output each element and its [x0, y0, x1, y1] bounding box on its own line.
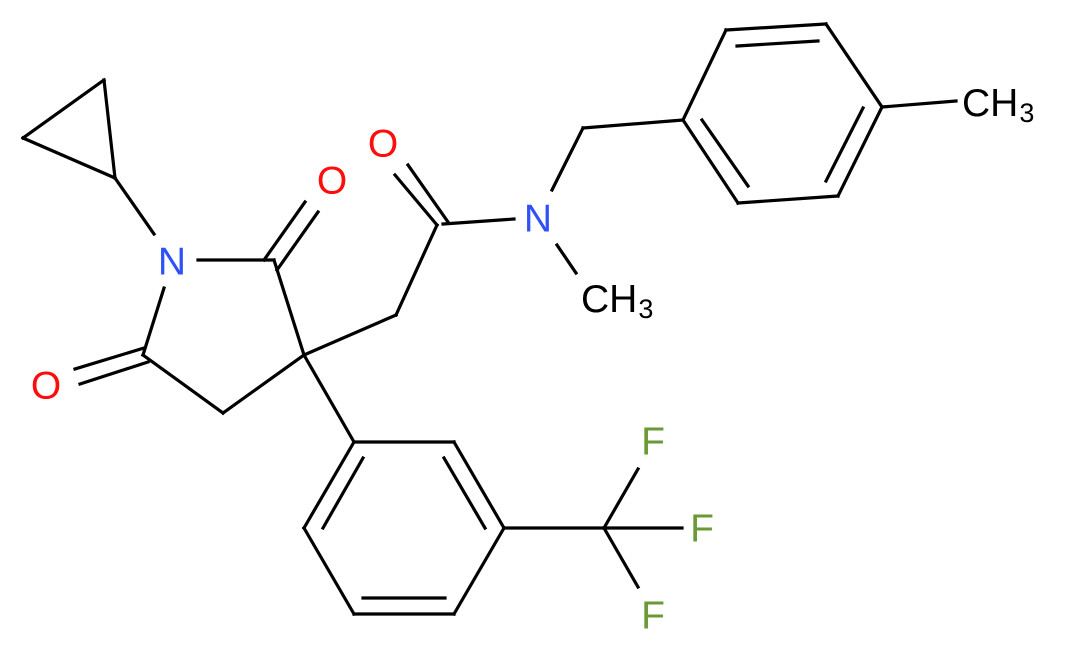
- bond-line: [554, 242, 579, 276]
- amide-oxygen-label: O: [367, 122, 399, 166]
- bond-line: [441, 455, 488, 531]
- bond-line: [271, 257, 307, 358]
- bond-line: [441, 217, 516, 226]
- bond-line: [549, 125, 586, 193]
- bond-line: [405, 162, 451, 225]
- bond-line: [112, 175, 157, 237]
- bond-line: [699, 117, 751, 189]
- bond-line: [20, 77, 107, 141]
- amide-nitrogen-label: N: [523, 197, 553, 241]
- ring-carbonyl-oxygen-top-label: O: [316, 159, 348, 203]
- bond-line: [73, 346, 146, 371]
- bond-line: [823, 21, 885, 110]
- bond-line: [823, 105, 866, 184]
- bond-line: [451, 525, 507, 617]
- fluorine-bottom-label: F: [641, 594, 665, 638]
- bond-line: [680, 117, 741, 206]
- methyl-subscript: 3: [1019, 98, 1035, 128]
- ring-carbonyl-oxygen-bottom-label: O: [30, 364, 62, 408]
- methyl-main-text: CH: [962, 82, 1019, 125]
- fluorine-right-label: F: [690, 507, 714, 551]
- bond-line: [261, 199, 308, 263]
- bond-line: [77, 359, 151, 387]
- bond-line: [301, 439, 357, 531]
- bond-line: [680, 27, 729, 123]
- bond-line: [736, 194, 840, 205]
- bond-line: [392, 172, 440, 228]
- fluorine-top-label: F: [641, 420, 665, 464]
- bond-line: [140, 285, 167, 358]
- methyl-main-text: CH: [581, 278, 638, 321]
- bond-line: [835, 104, 885, 199]
- tolyl-methyl-label: CH3: [962, 82, 1034, 127]
- methyl-subscript: 3: [638, 294, 654, 324]
- bond-line: [274, 209, 321, 273]
- bond-line: [724, 22, 828, 32]
- bond-line: [20, 135, 118, 181]
- bond-line: [601, 466, 641, 531]
- ring-nitrogen-label: N: [157, 240, 187, 284]
- bond-line: [880, 99, 958, 109]
- bond-line: [220, 352, 307, 416]
- bond-line: [581, 118, 685, 130]
- bond-line: [601, 525, 641, 590]
- bond-line: [301, 312, 399, 358]
- bond-line: [140, 352, 226, 416]
- n-methyl-label: CH3: [581, 278, 653, 323]
- bond-line: [301, 525, 357, 617]
- bond-line: [102, 78, 117, 180]
- bond-line: [301, 352, 357, 445]
- bond-line: [393, 222, 440, 318]
- bond-line: [451, 439, 507, 531]
- bond-line: [320, 455, 366, 531]
- bond-line: [735, 39, 820, 48]
